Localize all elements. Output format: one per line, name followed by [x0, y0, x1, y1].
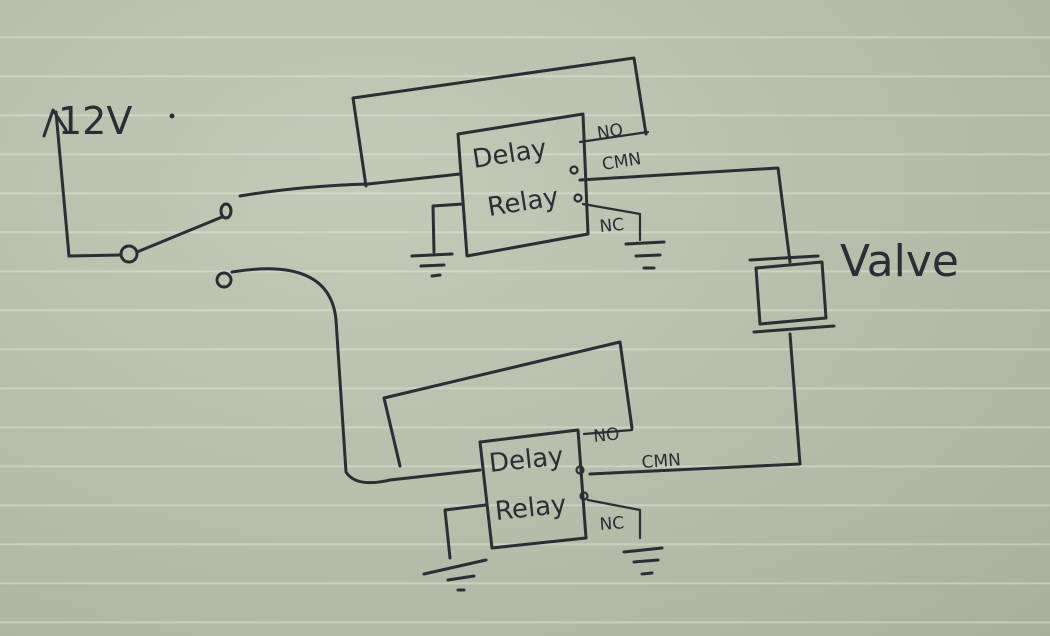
top-nc-ground-bar-1 [624, 240, 666, 246]
valve-bottom-plate [752, 324, 836, 334]
switch-blade [135, 215, 224, 254]
top-relay-cmn-label: CMN [601, 149, 643, 175]
bottom-ground-bar-2 [446, 574, 476, 582]
ink-dot [169, 113, 175, 119]
top-relay-nc-lead [581, 202, 642, 242]
bottom-relay [382, 340, 664, 592]
top-ground-bar-2 [419, 263, 446, 268]
top-relay-cmn-terminal [569, 165, 579, 175]
switch-common-terminal [119, 244, 139, 264]
switch-upper-terminal [219, 202, 233, 220]
bottom-relay-text-line1: Delay [488, 441, 565, 479]
top-relay-no-line [578, 130, 650, 144]
top-relay-nc-terminal [573, 193, 583, 203]
bottom-relay-ground-lead [443, 503, 488, 560]
bottom-nc-ground-bar-2 [632, 558, 660, 564]
valve [748, 254, 836, 334]
valve-top-plate [748, 254, 820, 262]
bottom-relay-text-line2: Relay [494, 490, 568, 527]
top-relay-text-line2: Relay [485, 182, 560, 223]
wire-switch-to-top-relay [238, 172, 462, 198]
top-relay-nc-label: NC [599, 215, 625, 237]
bottom-nc-ground-bar-3 [640, 571, 654, 576]
wire-switch-to-bottom-relay [230, 267, 482, 485]
bottom-relay-nc-label: NC [599, 513, 625, 535]
bottom-relay-no-line [582, 428, 634, 436]
bottom-relay-feedback-loop [382, 340, 634, 468]
supply-wire [67, 253, 123, 258]
top-ground-bar-1 [410, 252, 454, 258]
top-relay-no-label: NO [596, 120, 625, 144]
bottom-ground-bar-1 [422, 558, 488, 576]
top-relay-body [456, 112, 590, 258]
valve-label: Valve [840, 236, 959, 287]
top-ground-bar-3 [430, 273, 442, 278]
top-relay [351, 56, 666, 278]
bottom-relay-nc-lead [586, 498, 642, 540]
selector-switch [119, 202, 233, 289]
bottom-relay-nc-terminal [579, 491, 589, 501]
top-nc-ground-bar-2 [634, 253, 662, 258]
bottom-relay-no-label: NO [592, 424, 620, 447]
top-relay-text-line1: Delay [470, 134, 548, 175]
bottom-relay-cmn-label: CMN [641, 450, 682, 473]
supply-arrow [42, 108, 71, 258]
top-relay-ground-lead [431, 202, 465, 254]
wire-valve-to-bottom-cmn [588, 332, 802, 476]
bottom-relay-body [478, 428, 588, 550]
bottom-relay-cmn-terminal [575, 465, 585, 475]
valve-body [754, 260, 828, 326]
bottom-nc-ground-bar-1 [622, 546, 664, 554]
supply-label: 12V [58, 99, 132, 143]
wire-top-cmn-to-valve [578, 166, 792, 264]
top-relay-feedback-loop [351, 56, 648, 188]
switch-lower-terminal [215, 271, 233, 289]
